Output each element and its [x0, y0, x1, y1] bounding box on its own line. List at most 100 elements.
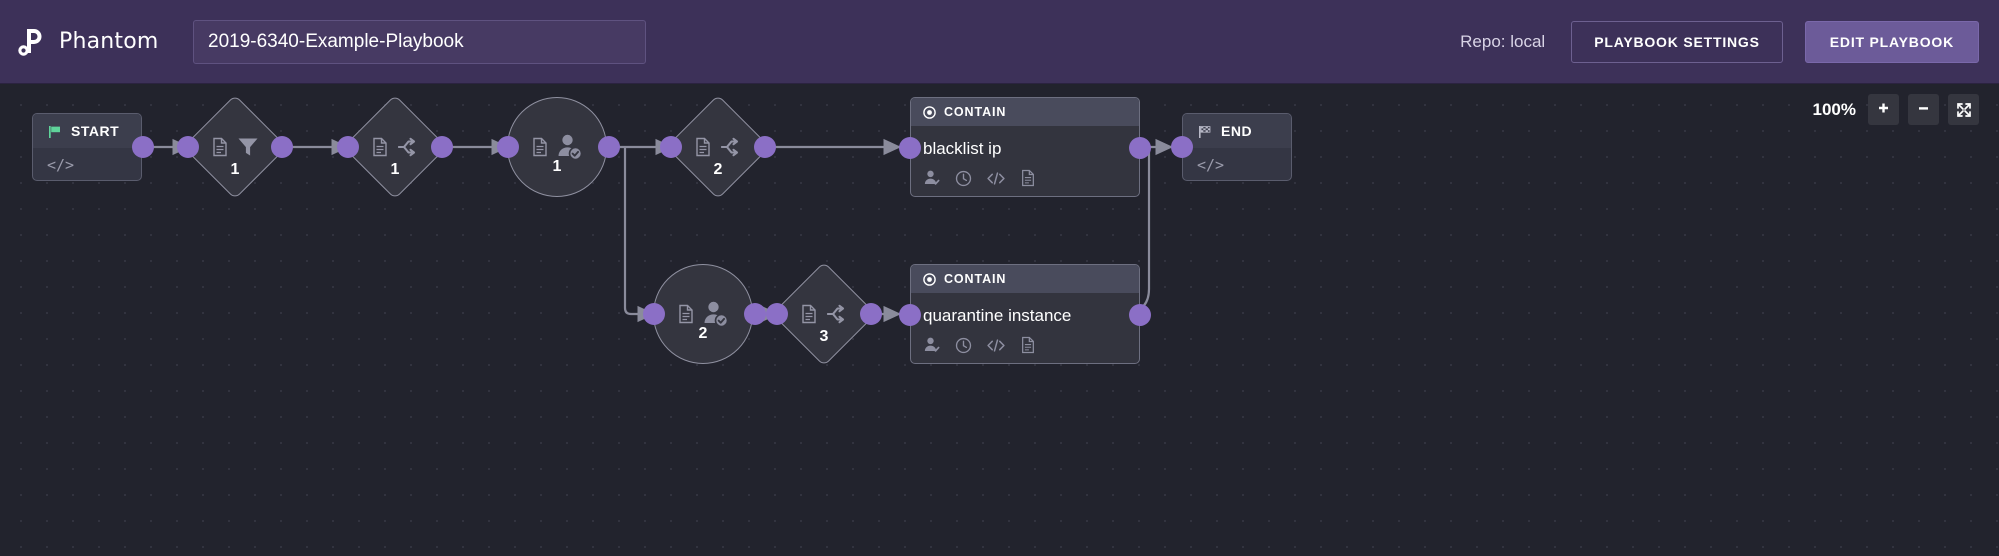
action-phase-header: CONTAIN — [911, 98, 1139, 126]
app-header: Phantom 2019-6340-Example-Playbook Repo:… — [0, 0, 1999, 84]
end-code-row[interactable]: </> — [1183, 148, 1291, 180]
action-block[interactable]: CONTAIN quarantine instance — [910, 264, 1140, 364]
code-brackets-icon: </> — [1197, 155, 1225, 174]
action-footer-icons — [911, 159, 1139, 187]
code-brackets-icon[interactable] — [986, 337, 1006, 354]
action-phase-label: CONTAIN — [944, 105, 1007, 119]
user-approve-icon[interactable] — [923, 169, 941, 187]
brand: Phantom — [14, 25, 179, 59]
prompt1-circle[interactable]: 1 — [506, 96, 608, 198]
decision3-icons — [776, 266, 872, 362]
target-dot-icon — [923, 105, 936, 119]
prompt2-count: 2 — [698, 325, 708, 342]
action-name-label: blacklist ip — [923, 139, 1002, 158]
decision1-count: 1 — [390, 161, 400, 178]
blacklist-output-port[interactable] — [1129, 137, 1151, 159]
user-approve-icon[interactable] — [923, 336, 941, 354]
decision2-count: 2 — [713, 161, 723, 178]
zoom-controls: 100% — [1813, 94, 1979, 125]
playbook-settings-button[interactable]: PLAYBOOK SETTINGS — [1571, 20, 1783, 63]
zoom-out-button[interactable] — [1908, 94, 1939, 125]
decision-branch-icon — [825, 302, 849, 326]
decision2-input-port[interactable] — [660, 136, 682, 158]
action-block[interactable]: CONTAIN blacklist ip — [910, 97, 1140, 197]
quarantine-input-port[interactable] — [899, 304, 921, 326]
document-icon[interactable] — [1020, 336, 1036, 354]
quarantine-output-port[interactable] — [1129, 304, 1151, 326]
decision-branch-icon — [396, 135, 420, 159]
prompt1-output-port[interactable] — [598, 136, 620, 158]
prompt2-circle[interactable]: 2 — [652, 263, 754, 365]
circle-shape — [653, 264, 753, 364]
node-action-quarantine[interactable]: CONTAIN quarantine instance — [899, 264, 1151, 364]
document-icon — [677, 304, 695, 324]
playbook-canvas[interactable]: 100% — [0, 84, 1999, 556]
node-prompt-1[interactable]: 1 — [497, 96, 620, 198]
code-brackets-icon[interactable] — [986, 170, 1006, 187]
end-input-port[interactable] — [1171, 136, 1193, 158]
clock-icon[interactable] — [955, 170, 972, 187]
node-prompt-2[interactable]: 2 — [643, 263, 766, 365]
user-approve-icon — [554, 132, 584, 162]
green-flag-icon — [47, 124, 62, 139]
end-block[interactable]: END </> — [1182, 113, 1292, 181]
clock-icon[interactable] — [955, 337, 972, 354]
decision3-count: 3 — [819, 328, 829, 345]
prompt1-input-port[interactable] — [497, 136, 519, 158]
end-header: END — [1183, 114, 1291, 148]
decision3-input-port[interactable] — [766, 303, 788, 325]
filter-icons — [187, 99, 283, 195]
node-decision-3[interactable]: 3 — [766, 261, 882, 367]
decision2-diamond[interactable]: 2 — [665, 94, 771, 200]
checkered-flag-icon — [1197, 124, 1212, 139]
start-label: START — [71, 123, 120, 139]
action-footer-icons — [911, 326, 1139, 354]
start-output-port[interactable] — [132, 136, 154, 158]
decision3-output-port[interactable] — [860, 303, 882, 325]
decision-branch-icon — [719, 135, 743, 159]
node-decision-1[interactable]: 1 — [337, 94, 453, 200]
node-end[interactable]: END </> — [1171, 113, 1292, 181]
decision1-output-port[interactable] — [431, 136, 453, 158]
target-dot-icon — [923, 272, 936, 286]
node-start[interactable]: START </> — [32, 113, 154, 181]
circle-shape — [507, 97, 607, 197]
filter-count: 1 — [230, 161, 240, 178]
filter-funnel-icon — [236, 135, 260, 159]
prompt2-icons — [652, 263, 754, 365]
node-decision-2[interactable]: 2 — [660, 94, 776, 200]
document-icon — [694, 137, 712, 157]
decision3-diamond[interactable]: 3 — [771, 261, 877, 367]
repo-label: Repo: local — [1460, 31, 1546, 51]
header-actions: Repo: local PLAYBOOK SETTINGS EDIT PLAYB… — [1460, 20, 1979, 63]
zoom-in-button[interactable] — [1868, 94, 1899, 125]
blacklist-input-port[interactable] — [899, 137, 921, 159]
filter-diamond[interactable]: 1 — [182, 94, 288, 200]
prompt2-output-port[interactable] — [744, 303, 766, 325]
filter-output-port[interactable] — [271, 136, 293, 158]
playbook-title-value: 2019-6340-Example-Playbook — [208, 30, 464, 52]
decision1-diamond[interactable]: 1 — [342, 94, 448, 200]
playbook-title-input[interactable]: 2019-6340-Example-Playbook — [193, 19, 646, 64]
document-icon — [800, 304, 818, 324]
decision2-icons — [670, 99, 766, 195]
start-header: START — [33, 114, 141, 148]
edit-playbook-button[interactable]: EDIT PLAYBOOK — [1804, 20, 1979, 63]
node-filter-1[interactable]: 1 — [177, 94, 293, 200]
start-code-row[interactable]: </> — [33, 148, 141, 180]
start-block[interactable]: START </> — [32, 113, 142, 181]
code-brackets-icon: </> — [47, 155, 75, 174]
node-action-blacklist[interactable]: CONTAIN blacklist ip — [899, 97, 1151, 197]
document-icon — [531, 137, 549, 157]
document-icon — [211, 137, 229, 157]
document-icon[interactable] — [1020, 169, 1036, 187]
action-name-label: quarantine instance — [923, 306, 1072, 325]
decision2-output-port[interactable] — [754, 136, 776, 158]
fit-to-screen-button[interactable] — [1948, 94, 1979, 125]
decision1-input-port[interactable] — [337, 136, 359, 158]
prompt2-input-port[interactable] — [643, 303, 665, 325]
wire-prompt1-to-prompt2 — [623, 147, 656, 323]
phantom-logo-icon — [14, 25, 48, 59]
action-phase-label: CONTAIN — [944, 272, 1007, 286]
filter-input-port[interactable] — [177, 136, 199, 158]
